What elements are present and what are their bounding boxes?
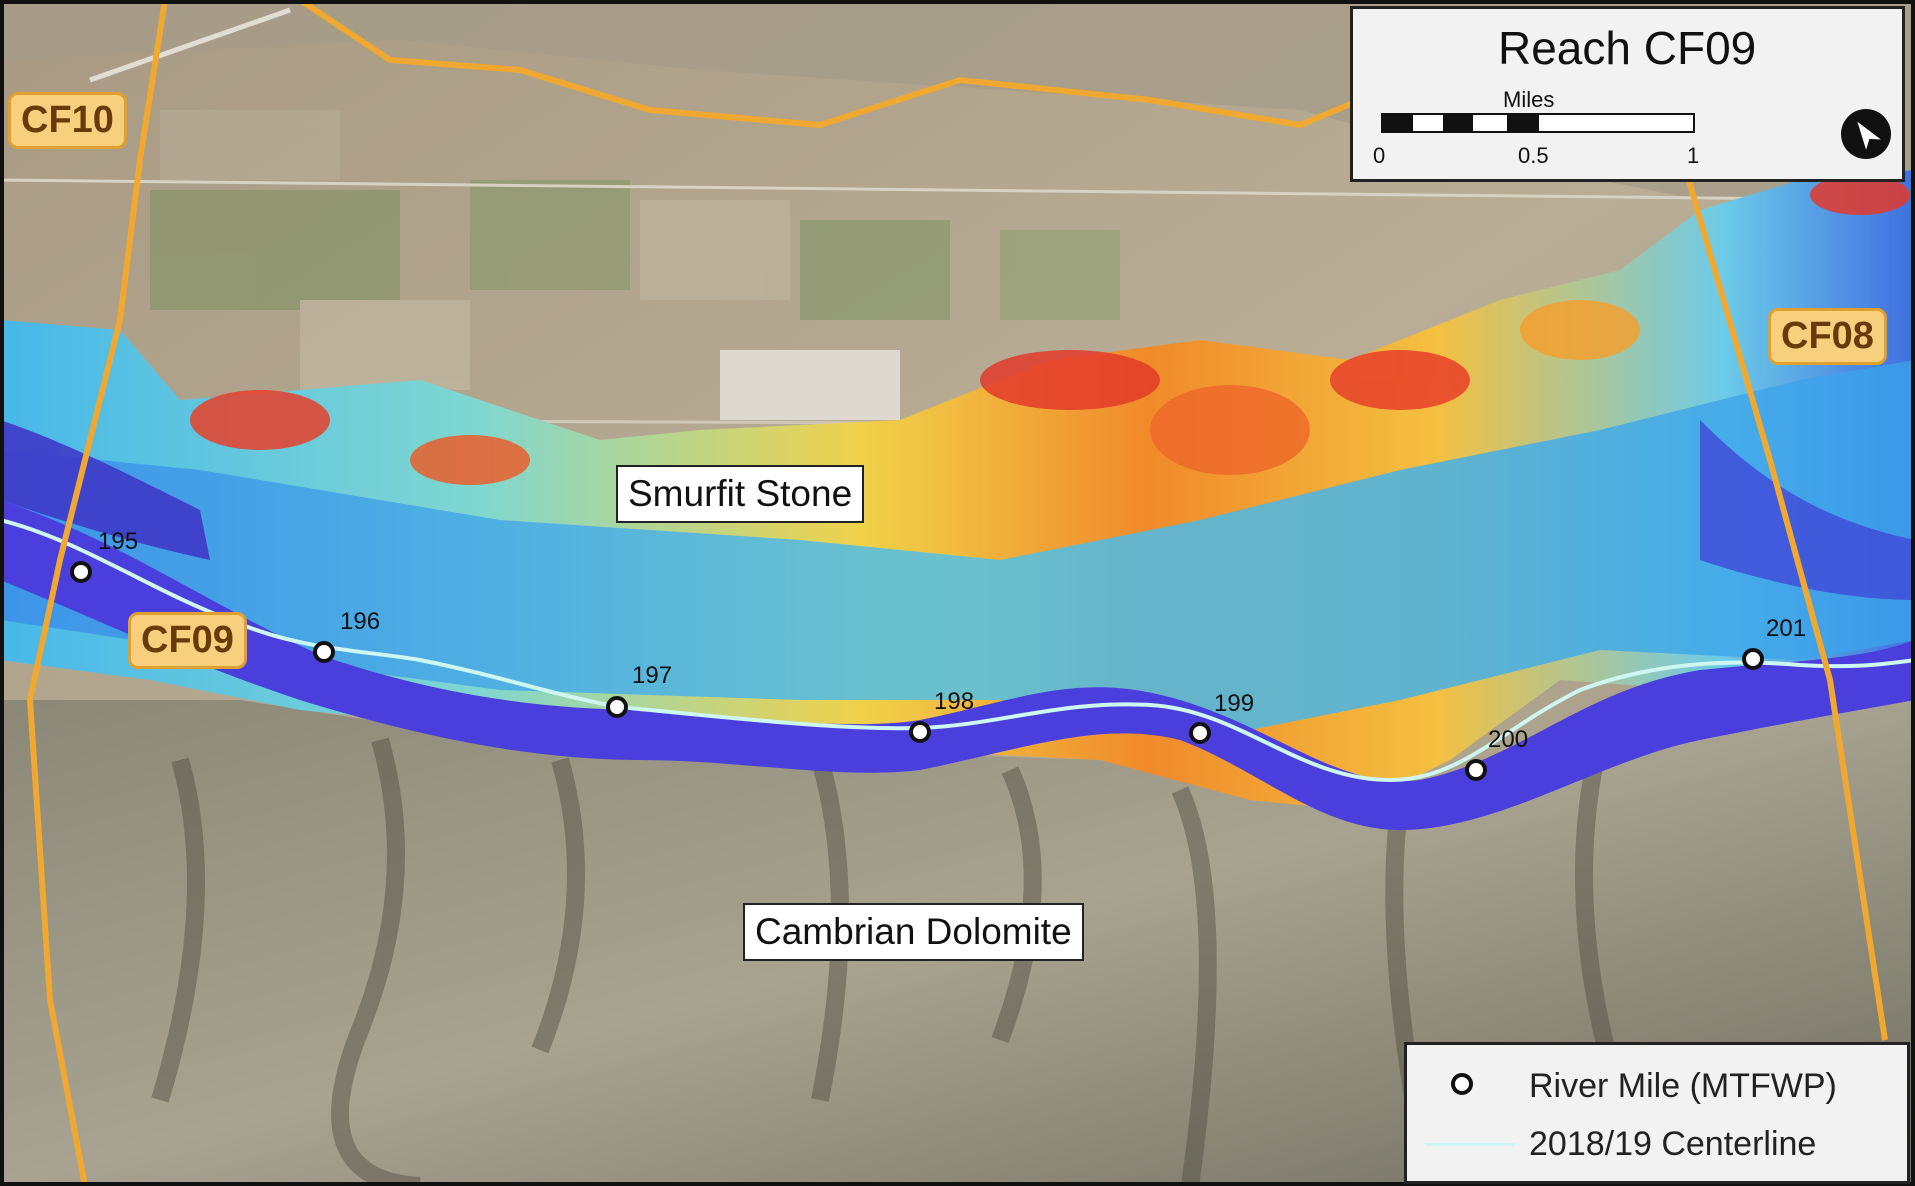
legend-label: River Mile (MTFWP) bbox=[1529, 1067, 1837, 1105]
scale-bar bbox=[1381, 113, 1695, 133]
scale-tick-label: 0.5 bbox=[1518, 143, 1549, 168]
river-mile-marker[interactable] bbox=[313, 641, 335, 663]
scale-bar-segment bbox=[1507, 115, 1539, 131]
scale-tick-label: 1 bbox=[1687, 143, 1700, 168]
river-mile-marker[interactable] bbox=[606, 696, 628, 718]
scale-tick-label: 0 bbox=[1373, 143, 1386, 168]
river-mile-label: 195 bbox=[98, 528, 139, 555]
place-label-smurfit-stone: Smurfit Stone bbox=[616, 465, 865, 523]
reach-boundaries bbox=[26, 0, 1888, 1186]
legend-label: 2018/19 Centerline bbox=[1529, 1125, 1817, 1163]
river-mile-label: 199 bbox=[1214, 690, 1255, 717]
river-mile-label: 201 bbox=[1766, 615, 1807, 642]
legend-item-centerline: 2018/19 Centerline bbox=[1407, 1121, 1907, 1171]
river-mile-marker[interactable] bbox=[1189, 722, 1211, 744]
river-mile-label: 197 bbox=[632, 662, 673, 689]
reach-tag-cf10[interactable]: CF10 bbox=[8, 92, 127, 149]
river-mile-marker[interactable] bbox=[1465, 759, 1487, 781]
river-mile-label: 200 bbox=[1488, 726, 1529, 753]
river-mile-dot-icon bbox=[1451, 1073, 1473, 1095]
river-mile-marker[interactable] bbox=[909, 721, 931, 743]
river-mile-marker[interactable] bbox=[1742, 648, 1764, 670]
map-title: Reach CF09 bbox=[1498, 22, 1757, 74]
scale-bar-segment bbox=[1443, 115, 1473, 131]
river-mile-marker[interactable] bbox=[70, 561, 92, 583]
scale-unit-label: Miles bbox=[1503, 87, 1555, 112]
map-legend: River Mile (MTFWP) 2018/19 Centerline bbox=[1404, 1042, 1910, 1184]
river-mile-label: 198 bbox=[934, 688, 975, 715]
map-title-panel: Reach CF09 Miles 0 0.5 1 bbox=[1350, 6, 1905, 182]
centerline-line-icon bbox=[1425, 1143, 1515, 1146]
legend-item-river-mile: River Mile (MTFWP) bbox=[1407, 1063, 1907, 1113]
scale-bar-segment bbox=[1383, 115, 1413, 131]
reach-tag-cf08[interactable]: CF08 bbox=[1768, 308, 1887, 365]
place-label-cambrian-dolomite: Cambrian Dolomite bbox=[743, 903, 1084, 961]
reach-tag-cf09[interactable]: CF09 bbox=[128, 612, 247, 669]
north-arrow-icon bbox=[1841, 109, 1891, 159]
river-mile-label: 196 bbox=[340, 608, 381, 635]
